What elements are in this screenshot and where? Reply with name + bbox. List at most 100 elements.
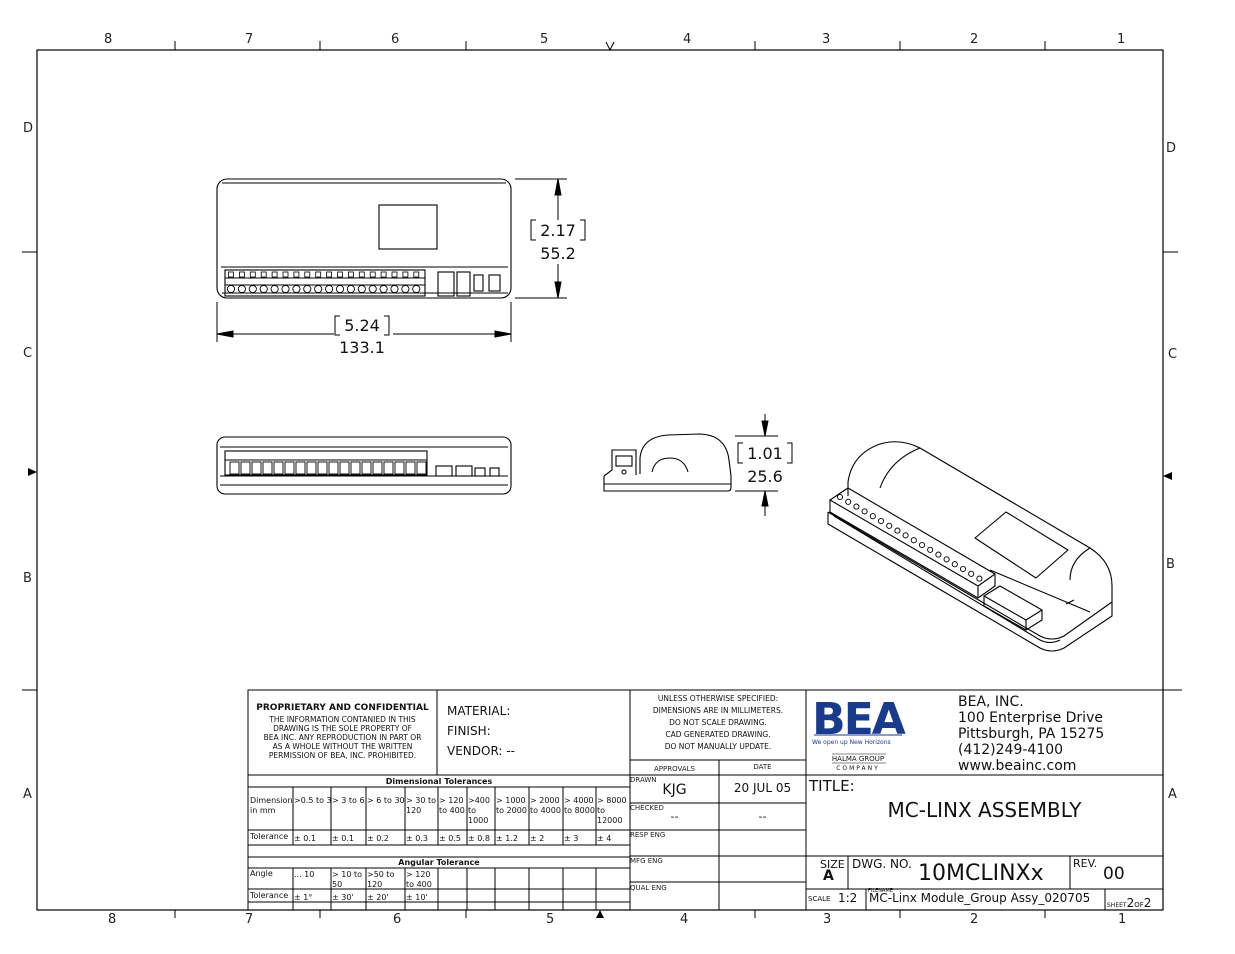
terminal-screw [248, 284, 257, 294]
of-label: OF [1134, 901, 1144, 909]
checked-label: CHECKED [630, 804, 664, 812]
mfg-eng-label: MFG ENG [630, 857, 663, 865]
bea-logo: BEA We open up New Horizons HALMA GROUP … [812, 694, 908, 772]
zone-row-b-right: B [1166, 557, 1175, 572]
zone-col-6-top: 6 [391, 32, 400, 47]
zone-col-7-top: 7 [245, 32, 254, 47]
note-line: DO NOT MANUALLY UPDATE. [664, 742, 772, 751]
zone-row-c-right: C [1168, 347, 1178, 362]
terminal-screw [401, 284, 410, 294]
terminal-clamp [358, 271, 365, 278]
note-line: DIMENSIONS ARE IN MILLIMETERS. [652, 706, 784, 715]
dim-tol-cell: ± 0.8 [468, 834, 490, 843]
rev-value: 00 [1103, 864, 1125, 884]
zone-row-a-left: A [23, 787, 32, 802]
iso-terminal-screw [886, 522, 893, 529]
proprietary-line: BEA INC. ANY REPRODUCTION IN PART OR [263, 733, 422, 742]
proprietary-block: PROPRIETARY AND CONFIDENTIAL THE INFORMA… [248, 703, 437, 760]
ang-tol-cell: ± 30' [332, 893, 354, 902]
dim-range-cell: > 8000 [597, 796, 627, 805]
dim-tol-cell: ± 0.5 [439, 834, 461, 843]
proprietary-line: THE INFORMATION CONTANIED IN THIS [269, 715, 416, 724]
company-city: Pittsburgh, PA 15275 [958, 726, 1105, 742]
ang-tol-label: Tolerance [250, 891, 289, 900]
depth-dimension [735, 414, 793, 516]
sheet-number: SHEET2OF2 [1107, 892, 1151, 911]
bea-tagline: We open up New Horizons [812, 739, 891, 746]
center-mark-bottom [596, 910, 604, 918]
height-dimension [515, 178, 586, 299]
general-notes: UNLESS OTHERWISE SPECIFIED: DIMENSIONS A… [630, 693, 806, 753]
ang-tol-title: Angular Tolerance [398, 858, 480, 867]
terminal-clamp [282, 271, 289, 278]
terminal-block [328, 461, 339, 475]
zone-col-5-bottom: 5 [546, 912, 555, 927]
depth-mm-label: 25.6 [747, 467, 783, 486]
terminal-screw [335, 284, 345, 294]
zone-col-6-bottom: 6 [393, 912, 402, 927]
filename-label: FILENAME [868, 888, 893, 894]
terminal-clamp [238, 271, 245, 278]
zone-col-2-top: 2 [970, 32, 979, 47]
proprietary-line: DRAWING IS THE SOLE PROPERTY OF [273, 724, 412, 733]
zone-row-b-left: B [23, 571, 32, 586]
height-inch-label: 2.17 [540, 221, 576, 240]
dim-range-cell: >0.5 to 3 [294, 796, 332, 805]
dim-range-cell: 12000 [597, 816, 623, 825]
dim-tol-cell: ± 1.2 [496, 834, 518, 843]
side-view [603, 433, 732, 492]
dim-range-cell: to 4000 [530, 806, 561, 815]
dim-range-cell: to [468, 806, 477, 815]
zone-col-3-bottom: 3 [823, 912, 832, 927]
vendor-label: VENDOR: -- [447, 744, 515, 758]
terminal-screw [281, 284, 290, 294]
dim-tol-title: Dimensional Tolerances [385, 777, 493, 786]
dim-tol-cell: ± 0.1 [332, 834, 354, 843]
zone-col-1-top: 1 [1117, 32, 1126, 47]
dim-tol-cell: ± 3 [564, 834, 579, 843]
dim-tol-cell: ± 4 [597, 834, 612, 843]
zone-row-d-right: D [1166, 141, 1177, 156]
terminal-block [251, 461, 262, 475]
width-dimension [216, 302, 512, 342]
title-block-lines [247, 689, 1164, 911]
terminal-screw [303, 284, 312, 294]
dim-range-cell: > 6 to 30 [367, 796, 405, 805]
terminal-clamp [271, 271, 278, 278]
zone-col-4-bottom: 4 [680, 912, 689, 927]
terminal-block [405, 461, 416, 475]
terminal-clamp [304, 271, 311, 278]
iso-terminal-screw [894, 527, 901, 534]
depth-inch-label: 1.01 [747, 444, 783, 463]
size-value: A [823, 868, 834, 884]
iso-terminal-screw [877, 517, 885, 525]
terminal-clamp [402, 271, 409, 278]
zone-col-8-top: 8 [104, 32, 113, 47]
dim-label-1: Dimension [250, 796, 293, 805]
company-address: BEA, INC. 100 Enterprise Drive Pittsburg… [958, 694, 1104, 774]
dim-range-cell: to [597, 806, 606, 815]
terminal-screw [379, 284, 388, 294]
terminal-block [284, 461, 295, 475]
ang-range-cell: ... 10 [294, 870, 315, 879]
of-value: 2 [1143, 896, 1152, 910]
terminal-block [240, 461, 251, 475]
dim-label-2: in mm [250, 806, 276, 815]
width-mm-label: 133.1 [339, 338, 385, 357]
company-name: BEA, INC. [958, 694, 1024, 710]
terminal-screw [368, 284, 377, 294]
terminal-clamp [391, 271, 398, 278]
dim-range-cell: 1000 [468, 816, 489, 825]
company-street: 100 Enterprise Drive [958, 710, 1103, 726]
dim-range-cell: > 1000 [496, 796, 526, 805]
proprietary-line: PERMISSION OF BEA, INC. PROHIBITED. [268, 751, 417, 760]
terminal-block [273, 461, 284, 475]
zone-ticks [22, 41, 1182, 918]
title-label: TITLE: [809, 777, 855, 795]
terminal-screw [270, 284, 279, 294]
drawing-title: MC-LINX ASSEMBLY [887, 798, 1082, 822]
terminal-block [317, 461, 328, 475]
ang-range-cell: > 120 [406, 870, 431, 879]
zone-row-a-right: A [1168, 787, 1177, 802]
